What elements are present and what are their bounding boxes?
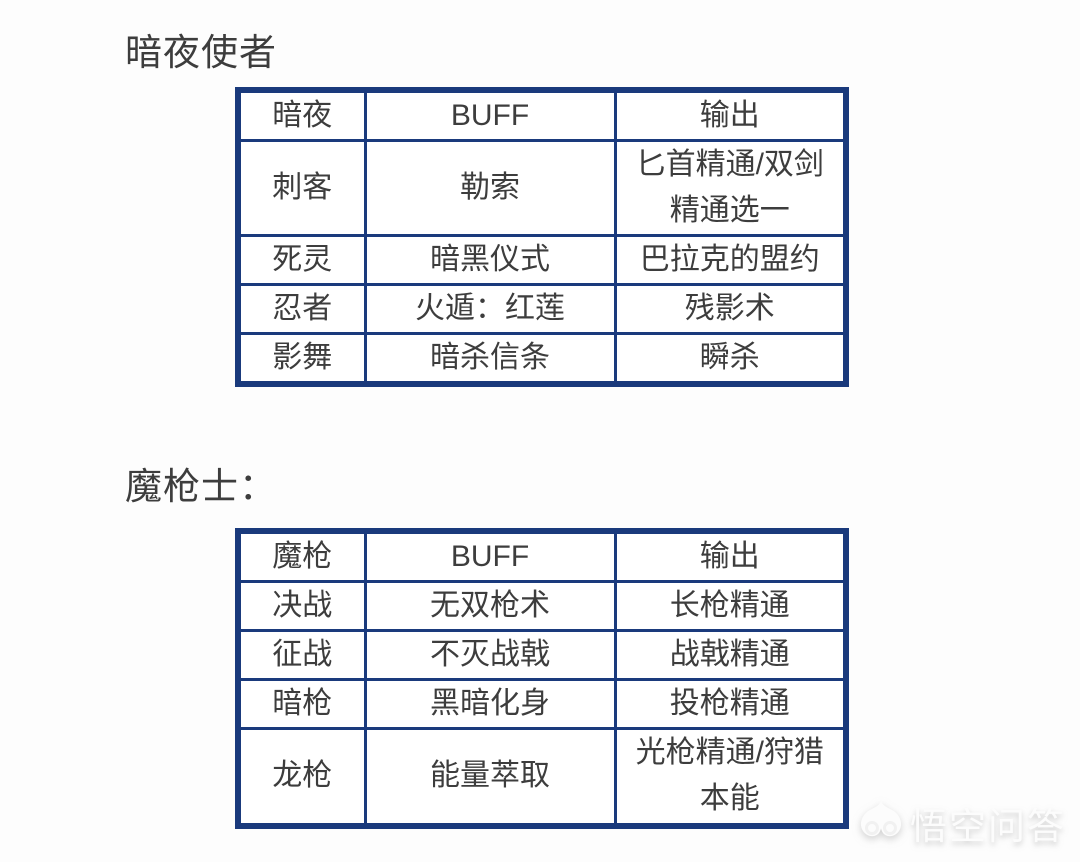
class-cell: 征战 [236,629,367,681]
header-class-cell: 暗夜 [236,88,367,142]
table-row: 龙枪 能量萃取 光枪精通/狩猎本能 [236,727,848,827]
header-buff-cell: BUFF [363,88,617,142]
buff-cell: 能量萃取 [363,727,617,827]
watermark-text: 悟空问答 [910,806,1066,847]
output-cell: 战戟精通 [613,629,848,681]
header-buff-cell: BUFF [363,529,617,583]
table-header-row: 暗夜 BUFF 输出 [236,88,848,142]
section-title-magic-lancer: 魔枪士： [125,466,277,507]
class-cell: 决战 [236,580,367,632]
buff-cell: 暗黑仪式 [363,234,617,286]
buff-cell: 火遁：红莲 [363,283,617,335]
class-cell: 龙枪 [236,727,367,827]
class-cell: 忍者 [236,283,367,335]
output-cell: 巴拉克的盟约 [613,234,848,286]
table-row: 征战 不灭战戟 战戟精通 [236,629,848,681]
section-title-night-envoy: 暗夜使者 [125,32,277,73]
class-cell: 死灵 [236,234,367,286]
wukong-monkey-logo-icon [858,800,904,847]
header-output-cell: 输出 [613,529,848,583]
output-cell: 瞬杀 [613,332,848,386]
buff-cell: 不灭战戟 [363,629,617,681]
buff-cell: 黑暗化身 [363,678,617,730]
class-cell: 刺客 [236,139,367,237]
watermark: 悟空问答 [858,796,1066,850]
table-row: 影舞 暗杀信条 瞬杀 [236,332,848,386]
table-row: 死灵 暗黑仪式 巴拉克的盟约 [236,234,848,286]
output-cell: 光枪精通/狩猎本能 [613,727,848,827]
header-class-cell: 魔枪 [236,529,367,583]
output-cell: 匕首精通/双剑精通选一 [613,139,848,237]
output-cell: 长枪精通 [613,580,848,632]
buff-cell: 暗杀信条 [363,332,617,386]
output-cell: 残影术 [613,283,848,335]
table-row: 忍者 火遁：红莲 残影术 [236,283,848,335]
table-row: 暗枪 黑暗化身 投枪精通 [236,678,848,730]
buff-cell: 勒索 [363,139,617,237]
night-envoy-table: 暗夜 BUFF 输出 刺客 勒索 匕首精通/双剑精通选一 死灵 暗黑仪式 巴拉克… [235,87,849,387]
output-cell: 投枪精通 [613,678,848,730]
class-cell: 影舞 [236,332,367,386]
table-row: 决战 无双枪术 长枪精通 [236,580,848,632]
class-cell: 暗枪 [236,678,367,730]
header-output-cell: 输出 [613,88,848,142]
table-row: 刺客 勒索 匕首精通/双剑精通选一 [236,139,848,237]
table-header-row: 魔枪 BUFF 输出 [236,529,848,583]
magic-lancer-table: 魔枪 BUFF 输出 决战 无双枪术 长枪精通 征战 不灭战戟 战戟精通 暗枪 … [235,528,849,829]
buff-cell: 无双枪术 [363,580,617,632]
